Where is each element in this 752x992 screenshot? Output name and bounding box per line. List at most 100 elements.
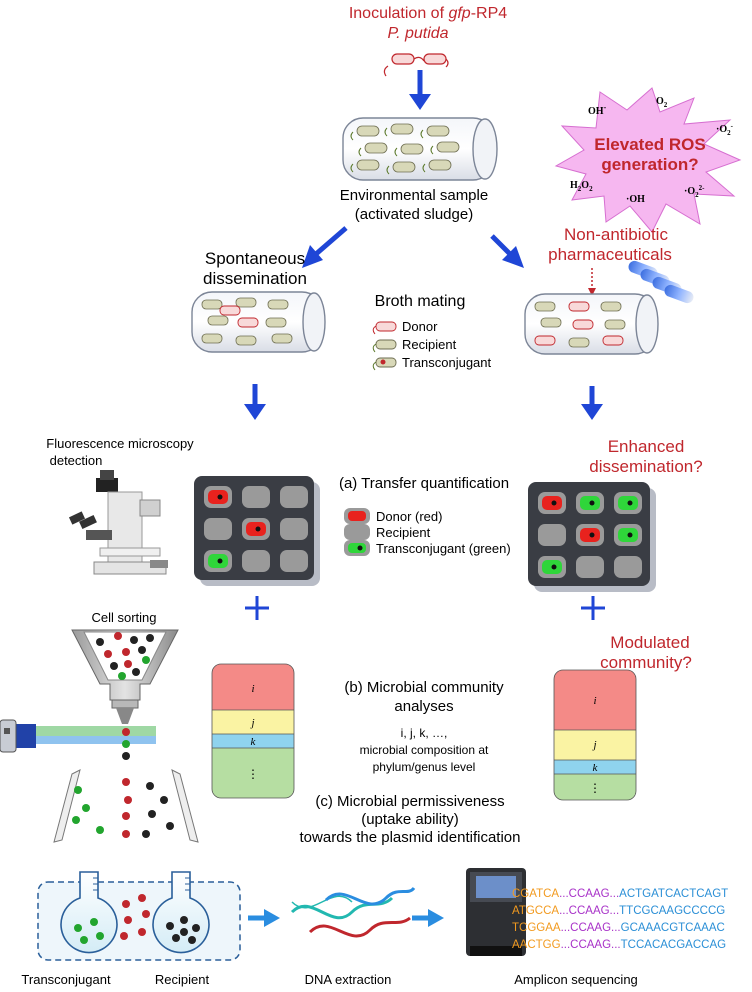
recipient-label: Recipient: [155, 972, 210, 987]
arrow-down-icon: [409, 70, 431, 110]
dna-label: DNA extraction: [305, 972, 392, 987]
ros-title: Elevated ROS: [594, 135, 706, 154]
community-subtitle: analyses: [394, 698, 453, 715]
plasmid-dot: [217, 494, 223, 500]
left-bar-label-k: k: [251, 736, 257, 748]
right-community-bar: [553, 669, 637, 801]
spontaneous-label: Spontaneous: [205, 249, 305, 268]
transconjugant-well-icon: [344, 540, 370, 556]
permissiveness-title: (c) Microbial permissiveness: [315, 793, 504, 810]
plasmid-dot: [551, 564, 557, 570]
left-community-bar: [211, 663, 295, 799]
sequence-block: CGATCA...CCAAG...ACTGATCACTCAGT ATGCCA..…: [512, 888, 728, 951]
ros-species-4: H2O2: [570, 180, 593, 193]
left-well-plate: [194, 476, 320, 586]
dotted-arrow-icon: [588, 268, 596, 296]
recipient-flask-icon: [152, 871, 210, 954]
microscopy-label: Fluorescence microscopy: [46, 436, 194, 451]
transfer-legend-recipient: Recipient: [376, 525, 431, 540]
ros-species-2: O2: [656, 96, 668, 109]
community-desc-1: i, j, k, …,: [401, 726, 448, 740]
donor-cell-icon: [372, 321, 397, 335]
dna-icon: [290, 886, 416, 938]
sequence-line-4: AACTGG...CCAAG...TCCACACGACCAG: [512, 939, 726, 951]
ros-species-3: ·O2-: [716, 122, 734, 137]
sequence-line-3: TCGGAA...CCAAG...GCAAACGTCAAAC: [512, 922, 725, 934]
well: [242, 550, 270, 572]
env-sample-label: Environmental sample: [340, 187, 488, 204]
inoculation-title: Inoculation of gfp-RP4: [349, 5, 507, 22]
plus-right-icon: [581, 596, 605, 620]
plasmid-dot: [589, 532, 595, 538]
left-bar-label-i: i: [251, 683, 254, 695]
recipient-cell-icon: [372, 339, 397, 353]
plus-left-icon: [245, 596, 269, 620]
pills-icon: [628, 260, 694, 304]
modulated-label: Modulated: [610, 633, 689, 652]
transfer-title: (a) Transfer quantification: [339, 475, 509, 492]
broth-legend-recipient: Recipient: [402, 337, 457, 352]
enhanced-sublabel: dissemination?: [589, 457, 702, 476]
recipient-well-icon: [344, 524, 370, 540]
microscopy-sublabel: detection: [50, 453, 103, 468]
community-title: (b) Microbial community: [344, 679, 504, 696]
plasmid-dot: [255, 526, 261, 532]
cell-sorting-label: Cell sorting: [91, 610, 156, 625]
pharma-label: Non-antibiotic: [564, 225, 668, 244]
broth-legend-donor: Donor: [402, 319, 438, 334]
arrow-right-branch-icon: [490, 234, 524, 268]
transfer-legend-donor: Donor (red): [376, 509, 442, 524]
arrow-down-left-icon: [244, 384, 266, 420]
community-desc-2: microbial composition at: [360, 743, 489, 757]
sequence-line-2: ATGCCA...CCAAG...TTCGCAAGCCCCG: [512, 905, 725, 917]
permissiveness-subtitle: (uptake ability): [361, 811, 459, 828]
right-bar-label-k: k: [593, 762, 599, 774]
arrow-left-branch-icon: [302, 226, 348, 268]
dissemination-label: dissemination: [203, 269, 307, 288]
ros-species-1: OH-: [588, 103, 607, 117]
well: [614, 556, 642, 578]
well: [280, 518, 308, 540]
broth-legend-transconjugant: Transconjugant: [402, 355, 492, 370]
well: [576, 556, 604, 578]
community-desc-3: phylum/genus level: [373, 760, 476, 774]
permissiveness-desc: towards the plasmid identification: [300, 829, 521, 846]
arrow-right-2-icon: [412, 909, 444, 927]
plasmid-dot: [217, 558, 223, 564]
sequencer-icon: [466, 868, 526, 956]
ros-burst-icon: [554, 87, 742, 233]
right-well-plate: [528, 482, 656, 592]
cell-sorter-icon: [0, 629, 199, 843]
transconjugant-label: Transconjugant: [21, 972, 111, 987]
plasmid-dot: [627, 500, 633, 506]
well: [280, 550, 308, 572]
left-mating-tube-icon: [191, 291, 326, 353]
plasmid-dot: [551, 500, 557, 506]
broth-mating-title: Broth mating: [375, 293, 466, 310]
modulated-sublabel: community?: [600, 653, 692, 672]
sequence-line-1: CGATCA...CCAAG...ACTGATCACTCAGT: [512, 888, 728, 900]
enhanced-label: Enhanced: [608, 437, 685, 456]
well: [280, 486, 308, 508]
transconjugant-cell-icon: [372, 357, 397, 371]
env-sample-sublabel: (activated sludge): [355, 206, 473, 223]
well: [538, 524, 566, 546]
transconjugant-flask-icon: [60, 871, 118, 954]
amplicon-label: Amplicon sequencing: [514, 972, 638, 987]
inoculum-cells-icon: [383, 53, 449, 77]
environmental-tube-icon: [342, 117, 498, 181]
left-bar-label-more: ⋮: [247, 767, 259, 781]
plasmid-dot: [589, 500, 595, 506]
donor-well-icon: [344, 508, 370, 524]
pharma-sublabel: pharmaceuticals: [548, 245, 672, 264]
left-bar-label-j: j: [249, 717, 254, 729]
red-cells-between-flasks-icon: [120, 894, 150, 940]
inoculation-species: P. putida: [387, 25, 448, 42]
right-bar-label-i: i: [593, 695, 596, 707]
plasmid-dot: [627, 532, 633, 538]
well: [204, 518, 232, 540]
right-bar-label-j: j: [591, 739, 596, 751]
arrow-down-right-icon: [581, 386, 603, 420]
arrow-right-1-icon: [248, 909, 280, 927]
ros-species-5: ·OH: [626, 194, 645, 205]
